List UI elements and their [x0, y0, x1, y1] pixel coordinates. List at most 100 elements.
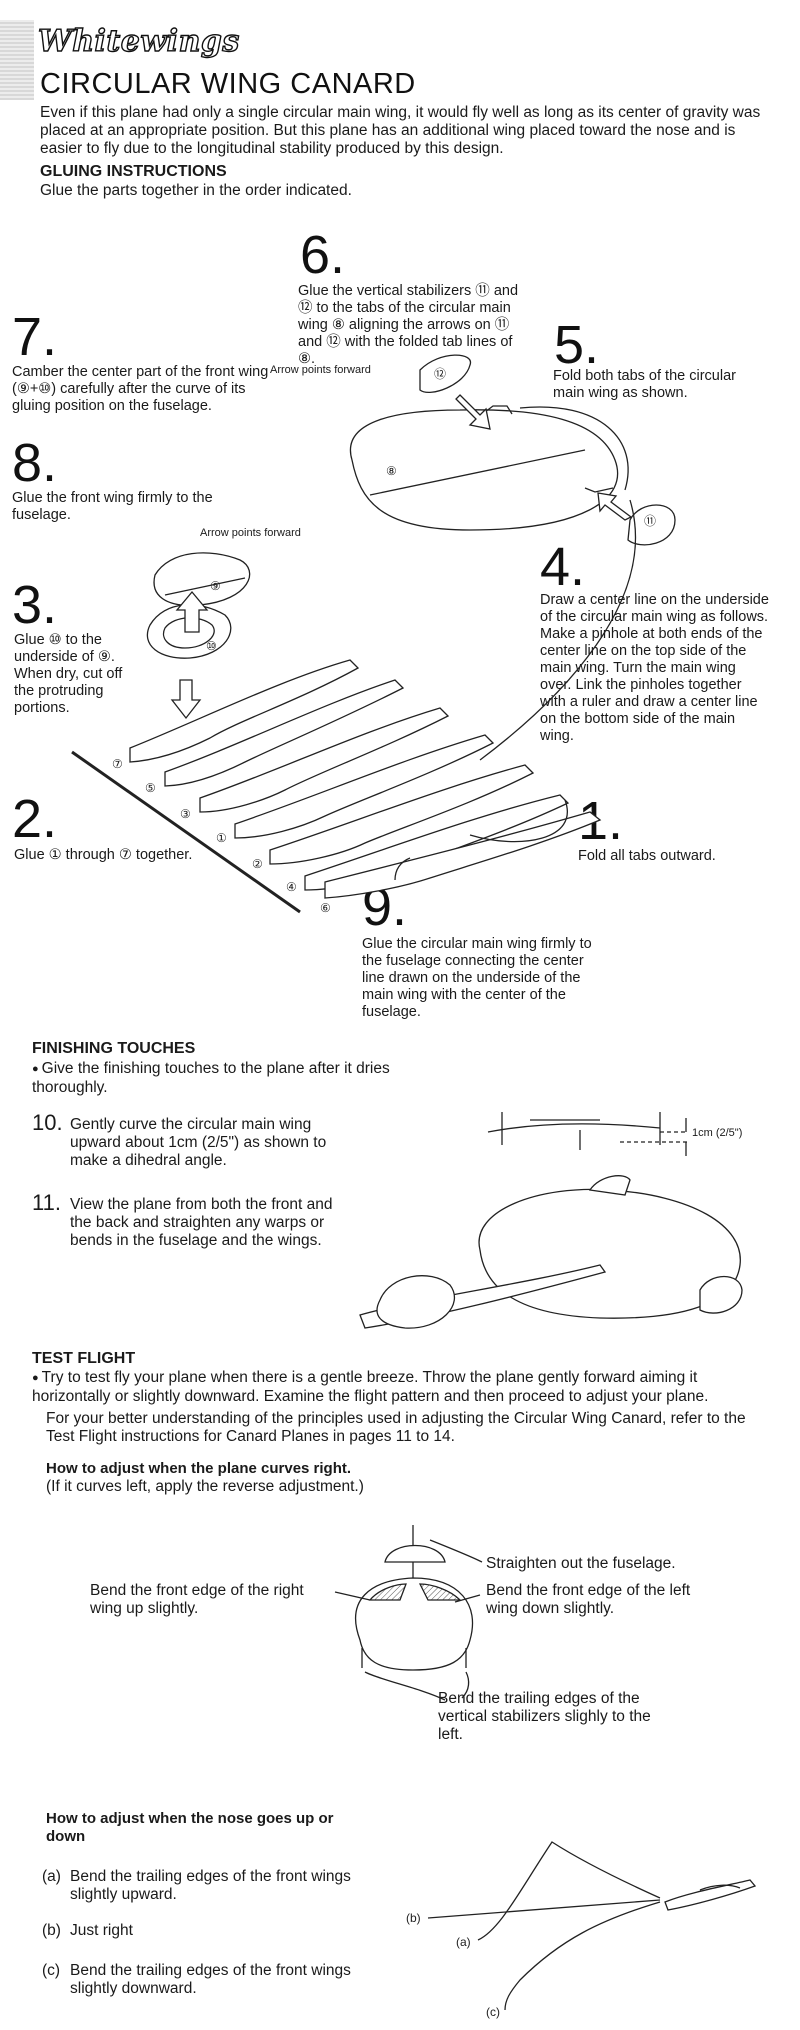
- curve-adjust-heading: How to adjust when the plane curves righ…: [46, 1460, 352, 1477]
- item-11-text: View the plane from both the front and t…: [70, 1196, 333, 1249]
- main-wing-shape: [349, 409, 619, 531]
- fuselage-layer-3: [199, 707, 450, 813]
- side-view-wing: [699, 1884, 741, 1891]
- step-6-number: 6.: [300, 225, 346, 285]
- step-1-text: Fold all tabs outward.: [578, 848, 716, 864]
- label-stack-4: ④: [286, 880, 297, 894]
- item-11-number: 11.: [32, 1190, 61, 1215]
- right-wing-hatch: [368, 1583, 407, 1601]
- side-view-plane: [664, 1879, 757, 1911]
- step-8-number: 8.: [12, 433, 58, 493]
- test-flight-heading: TEST FLIGHT: [32, 1350, 136, 1367]
- fuselage-layer-5: [164, 679, 405, 787]
- label-stack-5: ⑤: [145, 781, 156, 795]
- trailing-edges-label: Bend the trailing edges of the vertical …: [438, 1690, 651, 1743]
- label-stack-1: ①: [216, 831, 227, 845]
- label-stack-2: ②: [252, 857, 263, 871]
- item-10-text: Gently curve the circular main wing upwa…: [70, 1116, 327, 1169]
- left-wing-label: Bend the front edge of the left wing dow…: [486, 1582, 691, 1617]
- finishing-bullet: Give the finishing touches to the plane …: [32, 1060, 392, 1097]
- top-view-main-wing: [355, 1577, 474, 1671]
- glue-arrow-12: [455, 394, 491, 430]
- trailing-leader-1: [364, 1671, 446, 1701]
- top-view-front-wing: [384, 1544, 446, 1563]
- right-wing-leader: [334, 1591, 371, 1601]
- straighten-leader: [429, 1539, 483, 1563]
- brand-logo: Whitewings: [37, 23, 240, 59]
- label-part-12: ⑫: [434, 367, 446, 381]
- trailing-leader-2: [461, 1671, 470, 1699]
- arrow-forward-label-left: Arrow points forward: [200, 527, 301, 539]
- label-part-8: ⑧: [386, 464, 397, 478]
- page-title: CIRCULAR WING CANARD: [40, 68, 416, 100]
- straighten-label: Straighten out the fuselage.: [486, 1555, 676, 1572]
- glue-arrow-10: [175, 590, 209, 633]
- fold-arrow-curve: [519, 406, 629, 491]
- step-6-text: Glue the vertical stabilizers ⑪ and ⑫ to…: [298, 283, 519, 367]
- brand-bar-decoration: [0, 20, 34, 100]
- option-c-label: (c): [42, 1962, 61, 1979]
- front-wing-9-line: [164, 577, 246, 596]
- step-9-text: Glue the circular main wing firmly to th…: [362, 936, 592, 1020]
- dihedral-ref-line: [620, 1131, 688, 1143]
- gluing-subtitle: Glue the parts together in the order ind…: [40, 182, 352, 199]
- step-7-number: 7.: [12, 307, 58, 367]
- curve-adjust-note: (If it curves left, apply the reverse ad…: [46, 1478, 364, 1495]
- fuselage-layer-1: [234, 734, 495, 839]
- path-label-c: (c): [486, 2005, 500, 2019]
- fuselage-layer-2: [269, 764, 535, 865]
- fold-tabs-arrow: [469, 799, 568, 843]
- step-7-text: Camber the center part of the front wing…: [12, 364, 269, 414]
- glue-arrow-down: [170, 679, 202, 720]
- gluing-heading: GLUING INSTRUCTIONS: [40, 163, 227, 180]
- plane-stab-top: [588, 1175, 631, 1196]
- step-8-text: Glue the front wing firmly to the fusela…: [12, 490, 213, 523]
- step-5-text: Fold both tabs of the circular main wing…: [553, 368, 736, 401]
- main-wing-drop-curve: [479, 499, 636, 761]
- label-part-11: ⑪: [644, 514, 656, 528]
- stabilizer-12: [419, 354, 471, 394]
- option-c-text: Bend the trailing edges of the front win…: [70, 1962, 351, 1997]
- stack-base-line: [71, 750, 301, 914]
- option-a-text: Bend the trailing edges of the front win…: [70, 1868, 351, 1903]
- step9-arrow: [394, 857, 411, 881]
- path-label-a: (a): [456, 1935, 471, 1949]
- step-3-text: Glue ⑩ to the underside of ⑨. When dry, …: [14, 632, 123, 716]
- main-wing-tab-front: [484, 405, 513, 415]
- test-flight-paragraph: For your better understanding of the pri…: [46, 1410, 746, 1445]
- main-wing-tab-rear: [584, 487, 614, 493]
- main-wing-centerline: [369, 449, 586, 496]
- step-4-number: 4.: [540, 537, 586, 597]
- plane-stab-right: [699, 1276, 743, 1314]
- path-label-b: (b): [406, 1911, 421, 1925]
- plane-front-wing: [376, 1275, 456, 1329]
- flight-path-c: [504, 1901, 661, 2011]
- finishing-heading: FINISHING TOUCHES: [32, 1040, 196, 1057]
- right-wing-label: Bend the front edge of the right wing up…: [90, 1582, 304, 1617]
- label-stack-7: ⑦: [112, 757, 123, 771]
- option-b-label: (b): [42, 1922, 61, 1939]
- step-2-number: 2.: [12, 789, 58, 849]
- test-flight-bullet: Try to test fly your plane when there is…: [32, 1369, 777, 1406]
- step-3-number: 3.: [12, 575, 58, 635]
- glue-arrow-11: [597, 492, 633, 521]
- flight-path-b: [427, 1899, 661, 1919]
- nose-adjust-heading: How to adjust when the nose goes up or d…: [46, 1810, 334, 1845]
- dihedral-wing: [487, 1123, 661, 1133]
- item-10-number: 10.: [32, 1110, 63, 1135]
- step-4-text: Draw a center line on the underside of t…: [540, 592, 769, 744]
- assembly-diagram: ⑧ ⑨ ⑩ ⑪ ⑫ ⑦ ⑤ ③ ① ② ④ ⑥: [71, 354, 676, 915]
- label-part-10: ⑩: [206, 639, 217, 653]
- fuselage-layer-7: [129, 659, 360, 763]
- intro-paragraph: Even if this plane had only a single cir…: [40, 104, 761, 157]
- step-5-number: 5.: [554, 315, 600, 375]
- option-b-text: Just right: [70, 1922, 133, 1939]
- stabilizer-11: [627, 504, 676, 546]
- dihedral-dimension-label: 1cm (2/5"): [692, 1127, 743, 1139]
- left-wing-leader: [454, 1594, 481, 1603]
- option-a-label: (a): [42, 1868, 61, 1885]
- arrow-forward-label-top: Arrow points forward: [270, 364, 371, 376]
- label-stack-3: ③: [180, 807, 191, 821]
